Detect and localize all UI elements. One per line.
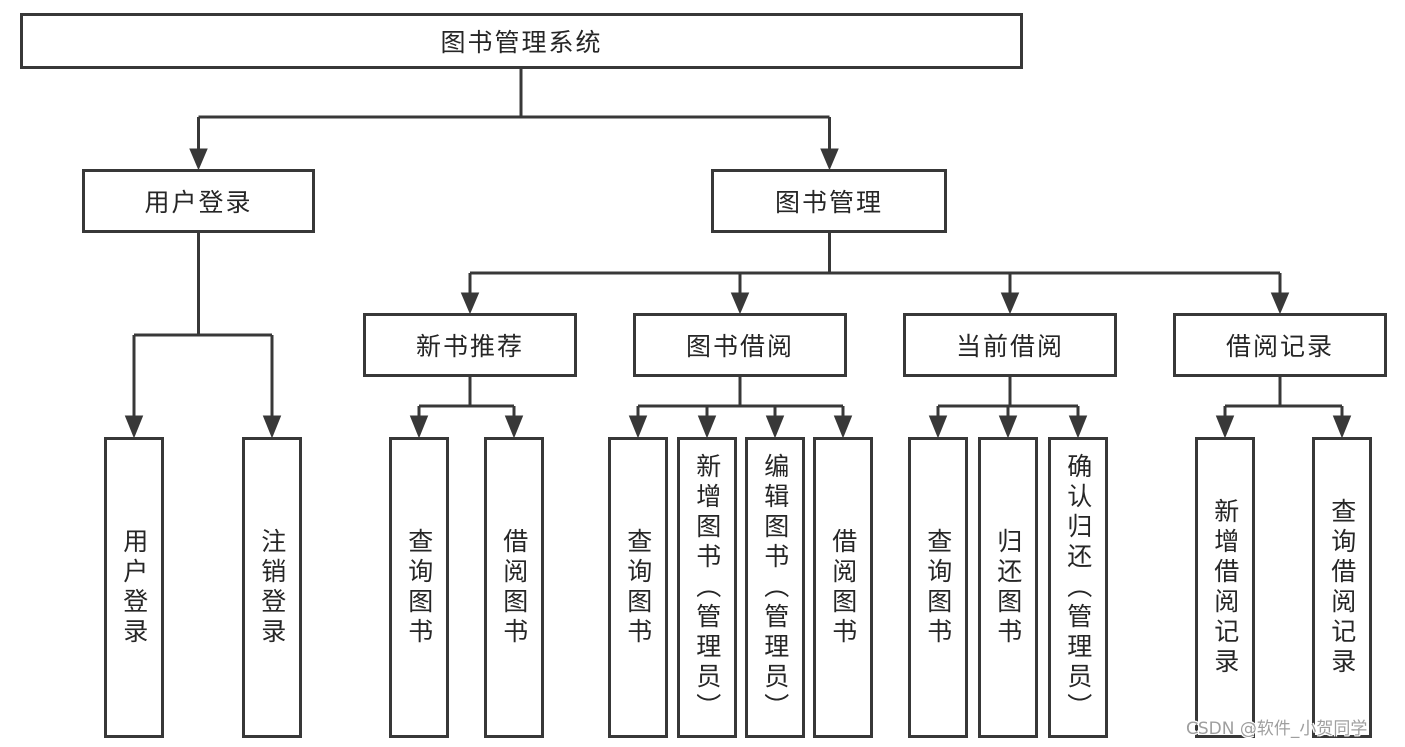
- node-label: 用户登录: [144, 188, 253, 217]
- node-label: 图书管理: [774, 188, 883, 217]
- node-new-book-recommendation: 新书推荐: [363, 313, 577, 377]
- leaf-label: 新增图书（管理员）: [692, 452, 722, 723]
- node-label: 当前借阅: [955, 332, 1064, 361]
- leaf-label: 查询图书: [404, 527, 434, 648]
- leaf-label: 注销登录: [257, 527, 287, 648]
- leaf-label: 借阅图书: [828, 527, 858, 648]
- arrowhead: [409, 415, 429, 439]
- leaf-borrowing-borrow-books: 借阅图书: [813, 437, 873, 738]
- leaf-borrowing-query-books: 查询图书: [608, 437, 668, 738]
- leaf-label: 查询图书: [623, 527, 653, 648]
- leaf-user-login: 用户登录: [104, 437, 164, 738]
- leaf-new-book-borrow-books: 借阅图书: [484, 437, 544, 738]
- node-label: 新书推荐: [415, 332, 524, 361]
- leaf-current-return-books: 归还图书: [978, 437, 1038, 738]
- connector-borrowing-records-children: [1215, 377, 1352, 439]
- arrowhead: [504, 415, 524, 439]
- arrowhead: [928, 415, 948, 439]
- arrowhead: [262, 415, 282, 439]
- arrowhead: [1215, 415, 1235, 439]
- node-label: 借阅记录: [1225, 332, 1334, 361]
- leaf-label: 查询图书: [923, 527, 953, 648]
- arrowhead: [833, 415, 853, 439]
- arrowhead: [1332, 415, 1352, 439]
- arrowhead: [1068, 415, 1088, 439]
- arrowhead: [1000, 292, 1020, 315]
- node-borrowing-records: 借阅记录: [1173, 313, 1387, 377]
- leaf-records-add-borrow-record: 新增借阅记录: [1195, 437, 1255, 738]
- node-label: 图书管理系统: [440, 28, 603, 57]
- arrowhead: [765, 415, 785, 439]
- arrowhead: [697, 415, 717, 439]
- arrowhead: [460, 292, 480, 315]
- leaf-new-book-query-books: 查询图书: [389, 437, 449, 738]
- leaf-label: 查询借阅记录: [1327, 497, 1357, 678]
- arrowhead: [124, 415, 144, 439]
- connector-user-login-children: [124, 233, 282, 439]
- leaf-current-confirm-return-admin: 确认归还（管理员）: [1048, 437, 1108, 738]
- leaf-label: 归还图书: [993, 527, 1023, 648]
- node-user-login: 用户登录: [82, 169, 315, 233]
- connector-root-to-level2: [189, 69, 839, 171]
- node-library-management-system: 图书管理系统: [20, 13, 1023, 69]
- connector-current-borrowing-children: [928, 377, 1088, 439]
- node-label: 图书借阅: [685, 332, 794, 361]
- arrowhead: [1270, 292, 1290, 315]
- csdn-watermark: CSDN @软件_小贺同学: [1186, 719, 1368, 739]
- leaf-label: 新增借阅记录: [1210, 497, 1240, 678]
- arrowhead: [628, 415, 648, 439]
- arrowhead: [730, 292, 750, 315]
- leaf-borrowing-add-books-admin: 新增图书（管理员）: [677, 437, 737, 738]
- arrowhead: [189, 148, 208, 171]
- arrowhead: [998, 415, 1018, 439]
- node-current-borrowing: 当前借阅: [903, 313, 1117, 377]
- connector-book-management-to-level3: [460, 233, 1290, 315]
- leaf-logout: 注销登录: [242, 437, 302, 738]
- node-book-borrowing: 图书借阅: [633, 313, 847, 377]
- leaf-borrowing-edit-books-admin: 编辑图书（管理员）: [745, 437, 805, 738]
- connector-new-book-recommendation-children: [409, 377, 524, 439]
- leaf-label: 用户登录: [119, 527, 149, 648]
- arrowhead: [820, 148, 839, 171]
- leaf-label: 编辑图书（管理员）: [760, 452, 790, 723]
- connector-book-borrowing-children: [628, 377, 853, 439]
- leaf-current-query-books: 查询图书: [908, 437, 968, 738]
- node-book-management: 图书管理: [711, 169, 947, 233]
- leaf-records-query-borrow-record: 查询借阅记录: [1312, 437, 1372, 738]
- leaf-label: 确认归还（管理员）: [1063, 452, 1093, 723]
- leaf-label: 借阅图书: [499, 527, 529, 648]
